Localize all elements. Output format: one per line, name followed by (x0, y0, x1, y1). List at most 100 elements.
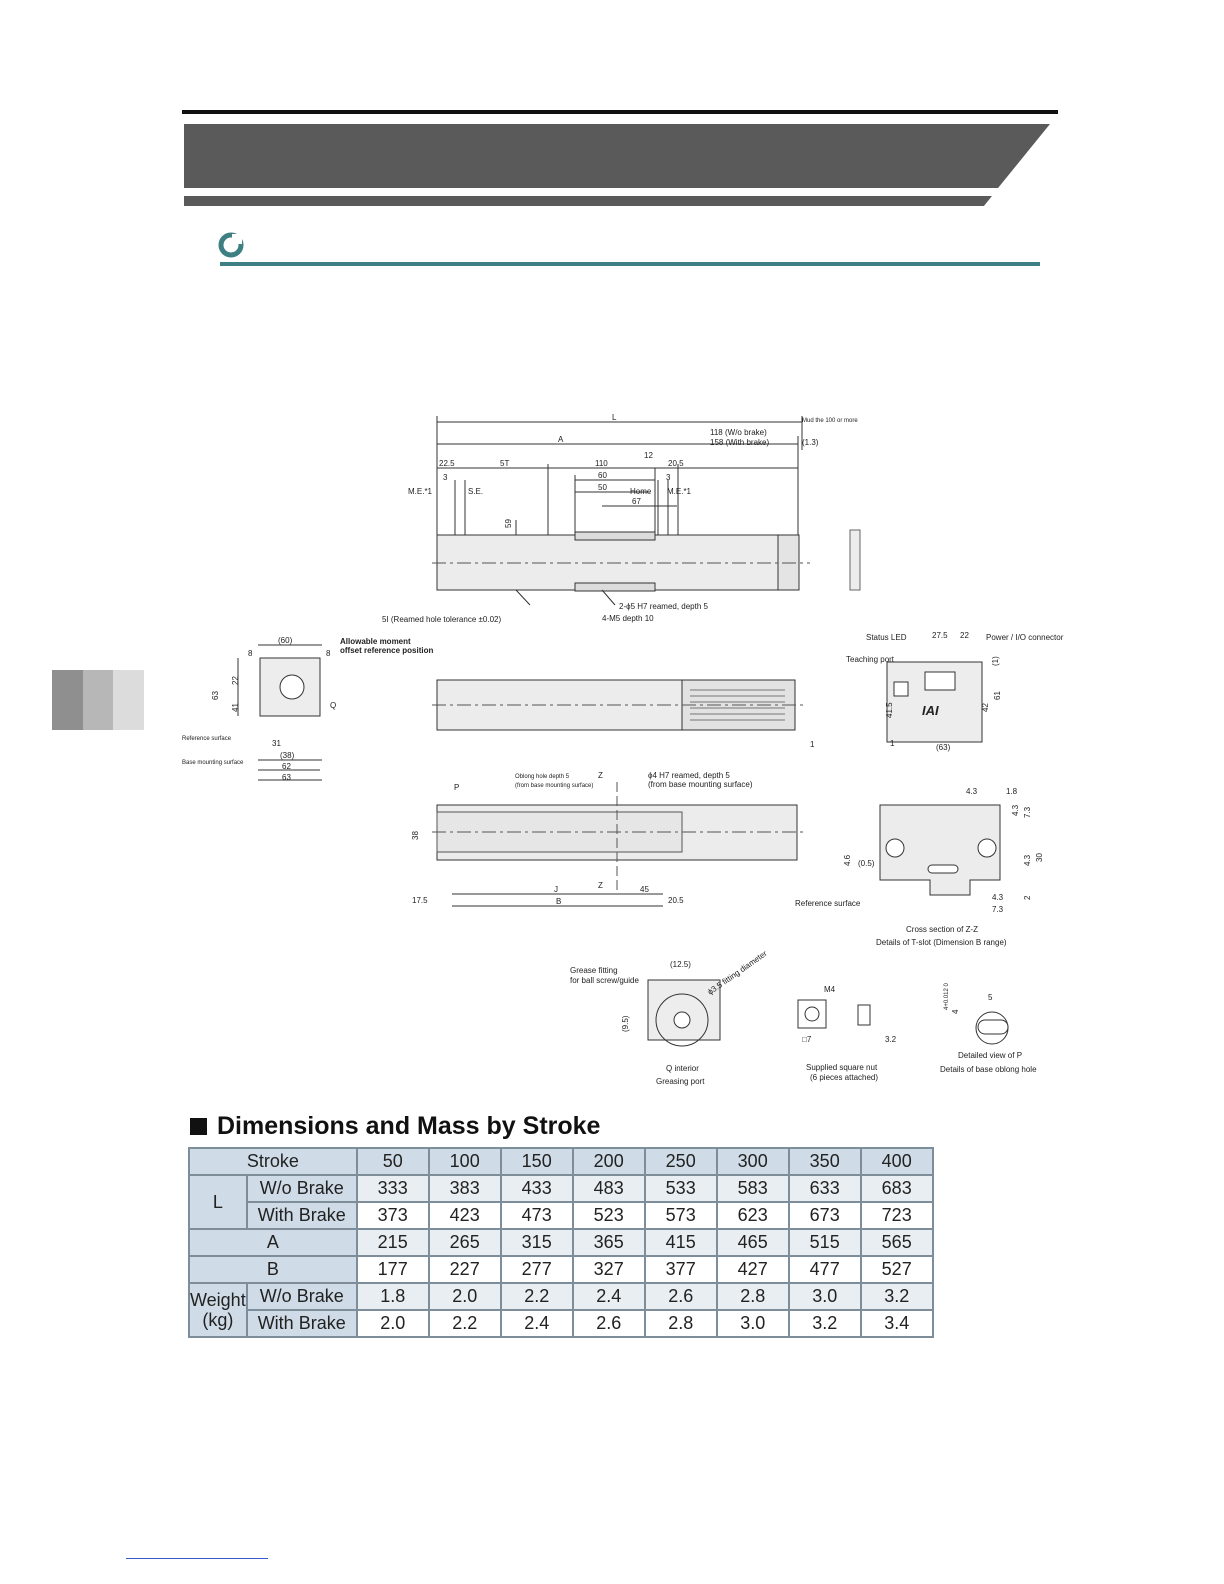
grease-note-2: for ball screw/guide (570, 976, 639, 985)
base-surface-left: Base mounting surface (182, 760, 244, 766)
dim-7-3-side: 7.3 (1023, 806, 1032, 818)
ref-surface-left: Reference surface (182, 736, 232, 742)
section-rule (220, 262, 1040, 266)
grease-note-1: Grease fitting (570, 966, 618, 975)
table-cell: 3.2 (787, 1309, 862, 1338)
square-nut-label-2: (6 pieces attached) (810, 1073, 878, 1082)
table-cell: 573 (643, 1201, 718, 1230)
table-cell: 315 (499, 1228, 574, 1257)
dim-B: B (556, 897, 561, 906)
side-index-tab (52, 670, 145, 730)
dim-1-right: (1) (991, 656, 1000, 666)
dim-12: 12 (644, 451, 653, 460)
dim-8b: 8 (326, 649, 331, 658)
table-cell: 3.4 (859, 1309, 934, 1338)
table-row: Weight (kg) W/o Brake 1.8 2.0 2.2 2.4 2.… (188, 1282, 934, 1338)
table-row: With Brake 2.0 2.2 2.4 2.6 2.8 3.0 3.2 3… (189, 1309, 934, 1338)
dim-3b: 3 (666, 473, 671, 482)
dim-9-5: (9.5) (621, 1015, 630, 1032)
dim-A: A (558, 435, 564, 444)
stroke-100: 100 (427, 1147, 502, 1176)
table-cell: 277 (499, 1255, 574, 1284)
greasing-port-label: Greasing port (656, 1077, 705, 1086)
dim-4-6: 4.6 (843, 854, 852, 866)
pin-hole-note: 2-ϕ5 H7 reamed, depth 5 (619, 602, 709, 611)
table-cell: 423 (427, 1201, 502, 1230)
stroke-400: 400 (859, 1147, 934, 1176)
dim-2: 2 (1023, 895, 1032, 900)
kg-label: (kg) (202, 1310, 234, 1330)
label-Z-top: Z (598, 771, 603, 780)
top-rule (182, 110, 1058, 114)
table-cell: 2.6 (571, 1309, 646, 1338)
logo-label: IAI (922, 703, 939, 718)
margin-note: Mud the 100 or more (802, 418, 858, 424)
dim-20-5: 20.5 (668, 459, 684, 468)
power-io-label: Power / I/O connector (986, 633, 1064, 642)
table-cell: 465 (715, 1228, 790, 1257)
status-led-label: Status LED (866, 633, 907, 642)
dim-5T: 5T (500, 459, 509, 468)
table-row: Stroke 50 100 150 200 250 300 350 400 (188, 1147, 934, 1176)
section-circle-icon (218, 232, 244, 258)
table-cell: 483 (571, 1174, 646, 1203)
dim-31: 31 (272, 739, 281, 748)
teaching-port-label: Teaching port (846, 655, 895, 664)
dim-1-8: 1.8 (1006, 787, 1018, 796)
table-cell: 327 (571, 1255, 646, 1284)
square-nut-label-1: Supplied square nut (806, 1063, 878, 1072)
dim-1-side: 1 (810, 740, 815, 749)
dim-60: 60 (598, 471, 607, 480)
table-cell: 333 (355, 1174, 430, 1203)
fitting-diameter: ϕ3.5 fitting diameter (706, 949, 769, 997)
table-cell: 427 (715, 1255, 790, 1284)
dim-22-left: 22 (231, 676, 240, 685)
table-cell: 2.2 (499, 1282, 574, 1311)
table-cell: 265 (427, 1228, 502, 1257)
me-label: M.E.*1 (408, 487, 433, 496)
dim-1-3: (1.3) (802, 438, 819, 447)
table-cell: 3.0 (787, 1282, 862, 1311)
table-cell: 633 (787, 1174, 862, 1203)
dim-61: 61 (993, 691, 1002, 700)
stroke-header: Stroke (188, 1147, 358, 1176)
home-label: Home (630, 487, 652, 496)
table-cell: 2.8 (715, 1282, 790, 1311)
oblong-note-1: Oblong hole depth 5 (515, 774, 570, 780)
weight-with-brake-header: With Brake (245, 1309, 358, 1338)
table-row: L W/o Brake 333 383 433 483 533 583 633 … (188, 1174, 934, 1230)
dim-30: 30 (1035, 853, 1044, 862)
table-cell: 433 (499, 1174, 574, 1203)
ref-surface-section: Reference surface (795, 899, 861, 908)
stroke-50: 50 (355, 1147, 430, 1176)
footer-link-underline (126, 1558, 268, 1559)
dim-4-tolerance: 4+0.012 0 (944, 982, 950, 1010)
square-bullet-icon (190, 1118, 207, 1135)
dim-with-brake: 158 (With brake) (710, 438, 769, 447)
dim-50: 50 (598, 483, 607, 492)
dim-4: 4 (951, 1009, 960, 1014)
h7-note-2: (from base mounting surface) (648, 780, 753, 789)
table-cell: 515 (787, 1228, 862, 1257)
label-Q: Q (330, 701, 336, 710)
dim-3a: 3 (443, 473, 448, 482)
title-banner (184, 124, 1050, 188)
stroke-200: 200 (571, 1147, 646, 1176)
dim-63-bottom: 63 (282, 773, 291, 782)
dim-22-right: 22 (960, 631, 969, 640)
table-row: A 215 265 315 365 415 465 515 565 (188, 1228, 934, 1257)
dim-5: 5 (988, 993, 993, 1002)
dim-12-5: (12.5) (670, 960, 691, 969)
cross-section-title: Cross section of Z-Z (906, 925, 978, 934)
h7-note-1: ϕ4 H7 reamed, depth 5 (648, 771, 730, 780)
dim-41-left: 41 (231, 703, 240, 712)
table-cell: 477 (787, 1255, 862, 1284)
dim-3-2: 3.2 (885, 1035, 897, 1044)
dim-67: 67 (632, 497, 641, 506)
dim-59: 59 (504, 519, 513, 528)
dim-0-5: (0.5) (858, 859, 875, 868)
B-header: B (188, 1255, 358, 1284)
table-cell: 683 (859, 1174, 934, 1203)
table-cell: 623 (715, 1201, 790, 1230)
se-label: S.E. (468, 487, 483, 496)
